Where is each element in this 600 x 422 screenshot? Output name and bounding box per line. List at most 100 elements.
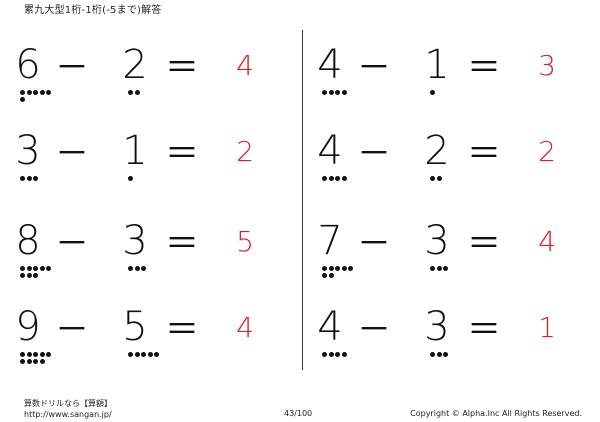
- count-dot: [128, 352, 133, 357]
- minuend: 9: [15, 304, 41, 350]
- count-dot: [134, 90, 140, 95]
- count-dot: [436, 352, 442, 357]
- answer: 1: [538, 311, 556, 344]
- problem-row: 6－2＝4: [10, 38, 280, 102]
- equals-sign: ＝: [467, 134, 501, 174]
- count-dot: [20, 176, 25, 181]
- footer-brand: 算数ドリルなら【算額】: [24, 399, 112, 408]
- count-dot: [322, 176, 327, 181]
- count-dot: [328, 90, 334, 95]
- minus-sign: －: [357, 310, 391, 350]
- count-dot: [141, 352, 146, 357]
- minus-sign: －: [357, 134, 391, 174]
- count-dot: [39, 266, 45, 271]
- minuend: 6: [15, 42, 41, 88]
- minus-sign: －: [55, 48, 89, 88]
- minuend: 7: [317, 218, 343, 264]
- count-dot: [154, 352, 159, 357]
- subtrahend: 2: [122, 42, 148, 88]
- equals-sign: ＝: [467, 310, 501, 350]
- count-dot: [39, 358, 45, 364]
- count-dot: [33, 176, 38, 181]
- count-dot: [341, 352, 347, 357]
- count-dot: [33, 352, 38, 357]
- count-dot: [322, 272, 327, 278]
- count-dot: [322, 266, 327, 271]
- footer-url[interactable]: http://www.sangan.jp/: [24, 410, 112, 419]
- count-dot: [134, 352, 140, 357]
- count-dot: [46, 352, 51, 357]
- count-dot: [141, 266, 146, 271]
- minus-sign: －: [55, 310, 89, 350]
- count-dot: [328, 266, 334, 271]
- count-dot: [335, 266, 340, 271]
- count-dot: [33, 90, 38, 95]
- problem-row: 9－5＝4: [10, 300, 280, 364]
- count-dot: [33, 272, 38, 278]
- count-dot: [20, 352, 25, 357]
- count-dot: [328, 272, 334, 278]
- equals-sign: ＝: [467, 48, 501, 88]
- count-dot: [430, 90, 435, 95]
- count-dot: [26, 352, 32, 357]
- count-dot: [430, 352, 435, 357]
- count-dot: [128, 90, 133, 95]
- minus-sign: －: [357, 48, 391, 88]
- column-divider: [302, 30, 303, 370]
- count-dot: [436, 176, 442, 181]
- count-dot: [147, 352, 153, 357]
- count-dot: [328, 352, 334, 357]
- count-dot: [20, 266, 25, 271]
- count-dot: [20, 90, 25, 95]
- problem-row: 7 － 3 ＝ 4: [312, 214, 582, 278]
- count-dot: [46, 90, 51, 95]
- minuend: 3: [15, 128, 41, 174]
- minuend: 4: [317, 304, 343, 350]
- subtrahend: 1: [122, 128, 148, 174]
- answer: 4: [538, 225, 556, 258]
- problem-row: 8－3＝5: [10, 214, 280, 278]
- count-dot: [348, 266, 353, 271]
- answer: 4: [236, 49, 254, 82]
- count-dot: [26, 90, 32, 95]
- minus-sign: －: [357, 224, 391, 264]
- answer: 2: [236, 135, 254, 168]
- count-dot: [335, 352, 340, 357]
- equals-sign: ＝: [165, 134, 199, 174]
- count-dot: [128, 266, 133, 271]
- count-dot: [341, 90, 347, 95]
- worksheet-title: 累九大型1桁-1桁(-5まで)解答: [24, 5, 162, 16]
- count-dot: [335, 176, 340, 181]
- answer: 4: [236, 311, 254, 344]
- count-dot: [20, 96, 25, 102]
- count-dot: [26, 358, 32, 364]
- equals-sign: ＝: [165, 224, 199, 264]
- equals-sign: ＝: [165, 310, 199, 350]
- problem-row: 3－1＝2: [10, 124, 280, 188]
- problem-row: 4－2＝2: [312, 124, 582, 188]
- subtrahend: 3: [122, 218, 148, 264]
- problem-row: 4 － 3 ＝ 1: [312, 300, 582, 364]
- answer: 2: [538, 135, 556, 168]
- count-dot: [430, 266, 435, 271]
- subtrahend: 3: [424, 304, 450, 350]
- minuend: 8: [15, 218, 41, 264]
- minuend: 4: [317, 42, 343, 88]
- count-dot: [443, 352, 448, 357]
- page-number: 43/100: [284, 409, 313, 418]
- footer-left: 算数ドリルなら【算額】 http://www.sangan.jp/: [24, 398, 112, 420]
- count-dot: [322, 90, 327, 95]
- count-dot: [26, 176, 32, 181]
- count-dot: [39, 90, 45, 95]
- count-dot: [335, 90, 340, 95]
- count-dot: [322, 352, 327, 357]
- subtrahend: 2: [424, 128, 450, 174]
- equals-sign: ＝: [467, 224, 501, 264]
- copyright: Copyright © Alpha.Inc All Rights Reserve…: [410, 409, 582, 418]
- count-dot: [430, 176, 435, 181]
- answer: 3: [538, 49, 556, 82]
- problem-row: 4－1＝3: [312, 38, 582, 102]
- subtrahend: 3: [424, 218, 450, 264]
- count-dot: [341, 266, 347, 271]
- answer: 5: [236, 225, 254, 258]
